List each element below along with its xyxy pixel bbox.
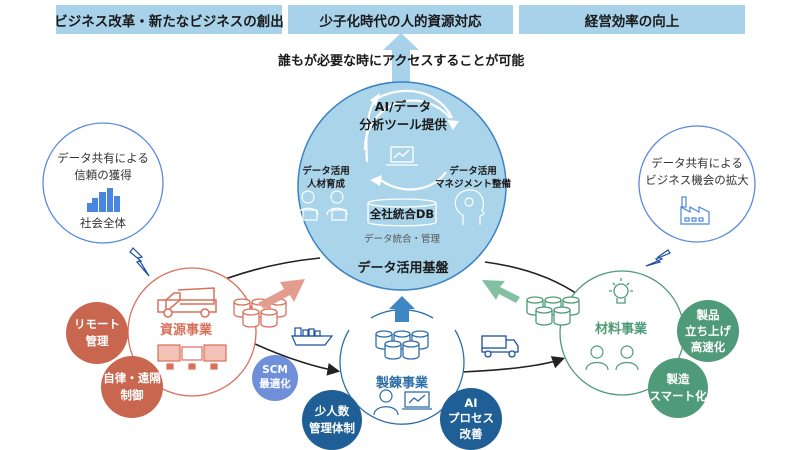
- factory-icon: [680, 196, 710, 225]
- resources-to-platform-arrow: [258, 279, 305, 309]
- platform-right-item: データ活用 マネジメント整備: [435, 166, 511, 192]
- data-platform-circle: [297, 81, 507, 291]
- bubble-line: 管理: [85, 334, 109, 348]
- platform-left-item: データ活用 人材育成: [302, 166, 350, 192]
- db-cylinder-icon: [260, 312, 278, 328]
- db-cylinder-top: [393, 330, 411, 338]
- person-icon-smelting: [373, 389, 399, 416]
- materials-db-cluster-icon: [526, 296, 580, 326]
- bubble-line: 改善: [459, 426, 483, 441]
- bubble-line: 製品: [696, 307, 720, 322]
- db-cylinder-top: [544, 296, 562, 304]
- truck-icon-blue: [481, 335, 519, 358]
- access-caption: 誰もが必要な時にアクセスすることが可能: [278, 54, 525, 69]
- society-right-circle: [638, 125, 756, 243]
- db-cylinder-top: [553, 306, 571, 314]
- bubble-product-launch-speedup: 製品立ち上げ高速化: [677, 300, 739, 362]
- materials-to-platform-arrow: [482, 280, 520, 303]
- bubble-line: 高速化: [690, 340, 726, 355]
- platform-title: データ活用基盤: [357, 261, 449, 276]
- analytics-laptop-smelting-icon: [402, 391, 432, 410]
- goal-business-reform: ビジネス改革・新たなビジネスの創出: [54, 5, 284, 34]
- resources-db-cluster-icon: [233, 298, 287, 328]
- bubble-line: リモート: [74, 317, 120, 332]
- smelting-business-circle: [339, 329, 465, 425]
- db-sublabel: データ統合・管理: [363, 234, 441, 245]
- db-cylinder-top: [375, 330, 393, 338]
- society-left-circle: [42, 122, 164, 244]
- db-cylinder-top: [260, 308, 278, 316]
- bubble-small-team-management: 少人数管理体制: [302, 390, 362, 450]
- people-icon-platform: [297, 190, 348, 221]
- bubble-line: AI: [464, 395, 478, 410]
- control-room-icon: [157, 344, 227, 370]
- db-cylinder-top: [402, 340, 420, 348]
- lightbulb-icon: [609, 278, 633, 304]
- db-label: 全社統合DB: [369, 207, 435, 221]
- society-left-label: 社会全体: [80, 216, 126, 230]
- society-left-line-2: 信頼の獲得: [74, 167, 132, 182]
- bubble-line: プロセス: [448, 411, 494, 426]
- bubble-remote-management: リモート管理: [66, 302, 128, 364]
- dump-truck-icon: [157, 287, 217, 318]
- idea-head-icon: [454, 189, 485, 225]
- db-cylinder-icon: [553, 310, 571, 326]
- society-right-text: データ共有による ビジネス機会の拡大: [645, 155, 749, 188]
- lightning-right-icon: [645, 249, 671, 267]
- goal-human-resources: 少子化時代の人的資源対応: [288, 5, 513, 34]
- bubble-line: 立ち上げ: [685, 323, 731, 338]
- city-buildings-icon: [87, 188, 120, 212]
- cycle-title: AI/データ 分析ツール提供: [359, 98, 447, 133]
- bubble-line: スマート化: [649, 389, 707, 403]
- society-right-line-1: データ共有による: [651, 156, 743, 170]
- bubble-autonomous-control: 自律・遠隔制御: [101, 356, 163, 418]
- db-cylinder-icon: [242, 312, 260, 328]
- bubble-line: 製造: [666, 372, 690, 387]
- society-right-line-2: ビジネス機会の拡大: [645, 172, 749, 187]
- smelting-business-title: 製錬事業: [375, 376, 429, 391]
- db-cylinder-icon: [402, 344, 420, 360]
- left-item-line-1: データ活用: [302, 166, 350, 177]
- db-cylinder-top: [535, 306, 553, 314]
- ship-icon: [291, 327, 334, 346]
- bubble-smart-manufacturing: 製造スマート化: [648, 358, 708, 418]
- company-db-icon: [367, 198, 437, 227]
- db-cylinder-icon: [384, 344, 402, 360]
- goal-management-efficiency: 経営効率の向上: [519, 5, 745, 34]
- smelting-db-cluster-icon: [375, 330, 429, 360]
- bubble-line: 自律・遠隔: [103, 371, 161, 386]
- bubble-line: 少人数: [314, 404, 350, 419]
- bubble-line: SCM: [262, 364, 288, 377]
- db-cylinder-top: [233, 298, 251, 306]
- right-item-line-2: マネジメント整備: [434, 178, 512, 190]
- society-left-line-1: データ共有による: [57, 151, 149, 165]
- materials-business-title: 材料事業: [594, 322, 648, 337]
- cycle-title-line-1: AI/データ: [374, 99, 432, 114]
- people-icon-materials: [585, 345, 639, 371]
- analytics-laptop-icon: [386, 146, 418, 166]
- db-cylinder-top: [242, 308, 260, 316]
- right-item-line-1: データ活用: [449, 166, 497, 177]
- bubble-line: 最適化: [259, 378, 291, 390]
- left-item-line-2: 人材育成: [306, 178, 346, 190]
- link-smelting-to-materials: [461, 356, 566, 373]
- link-resources-to-smelting: [252, 342, 341, 376]
- lightning-left-icon: [129, 247, 150, 277]
- cycle-title-line-2: 分析ツール提供: [359, 116, 447, 132]
- db-cylinder-top: [411, 330, 429, 338]
- up-arrow-to-goals: [383, 33, 419, 88]
- link-platform-to-materials: [484, 261, 581, 297]
- db-cylinder-top: [384, 340, 402, 348]
- smelting-to-platform-arrow: [389, 296, 415, 322]
- society-left-text: データ共有による 信頼の獲得: [57, 150, 149, 183]
- cycle-arrow-bottom: [377, 171, 447, 191]
- bubble-line: 制御: [120, 388, 144, 402]
- db-cylinder-top: [526, 296, 544, 304]
- bubble-line: 管理体制: [309, 421, 355, 435]
- resources-business-title: 資源事業: [159, 323, 213, 338]
- db-cylinder-icon: [535, 310, 553, 326]
- db-cylinder-top: [562, 296, 580, 304]
